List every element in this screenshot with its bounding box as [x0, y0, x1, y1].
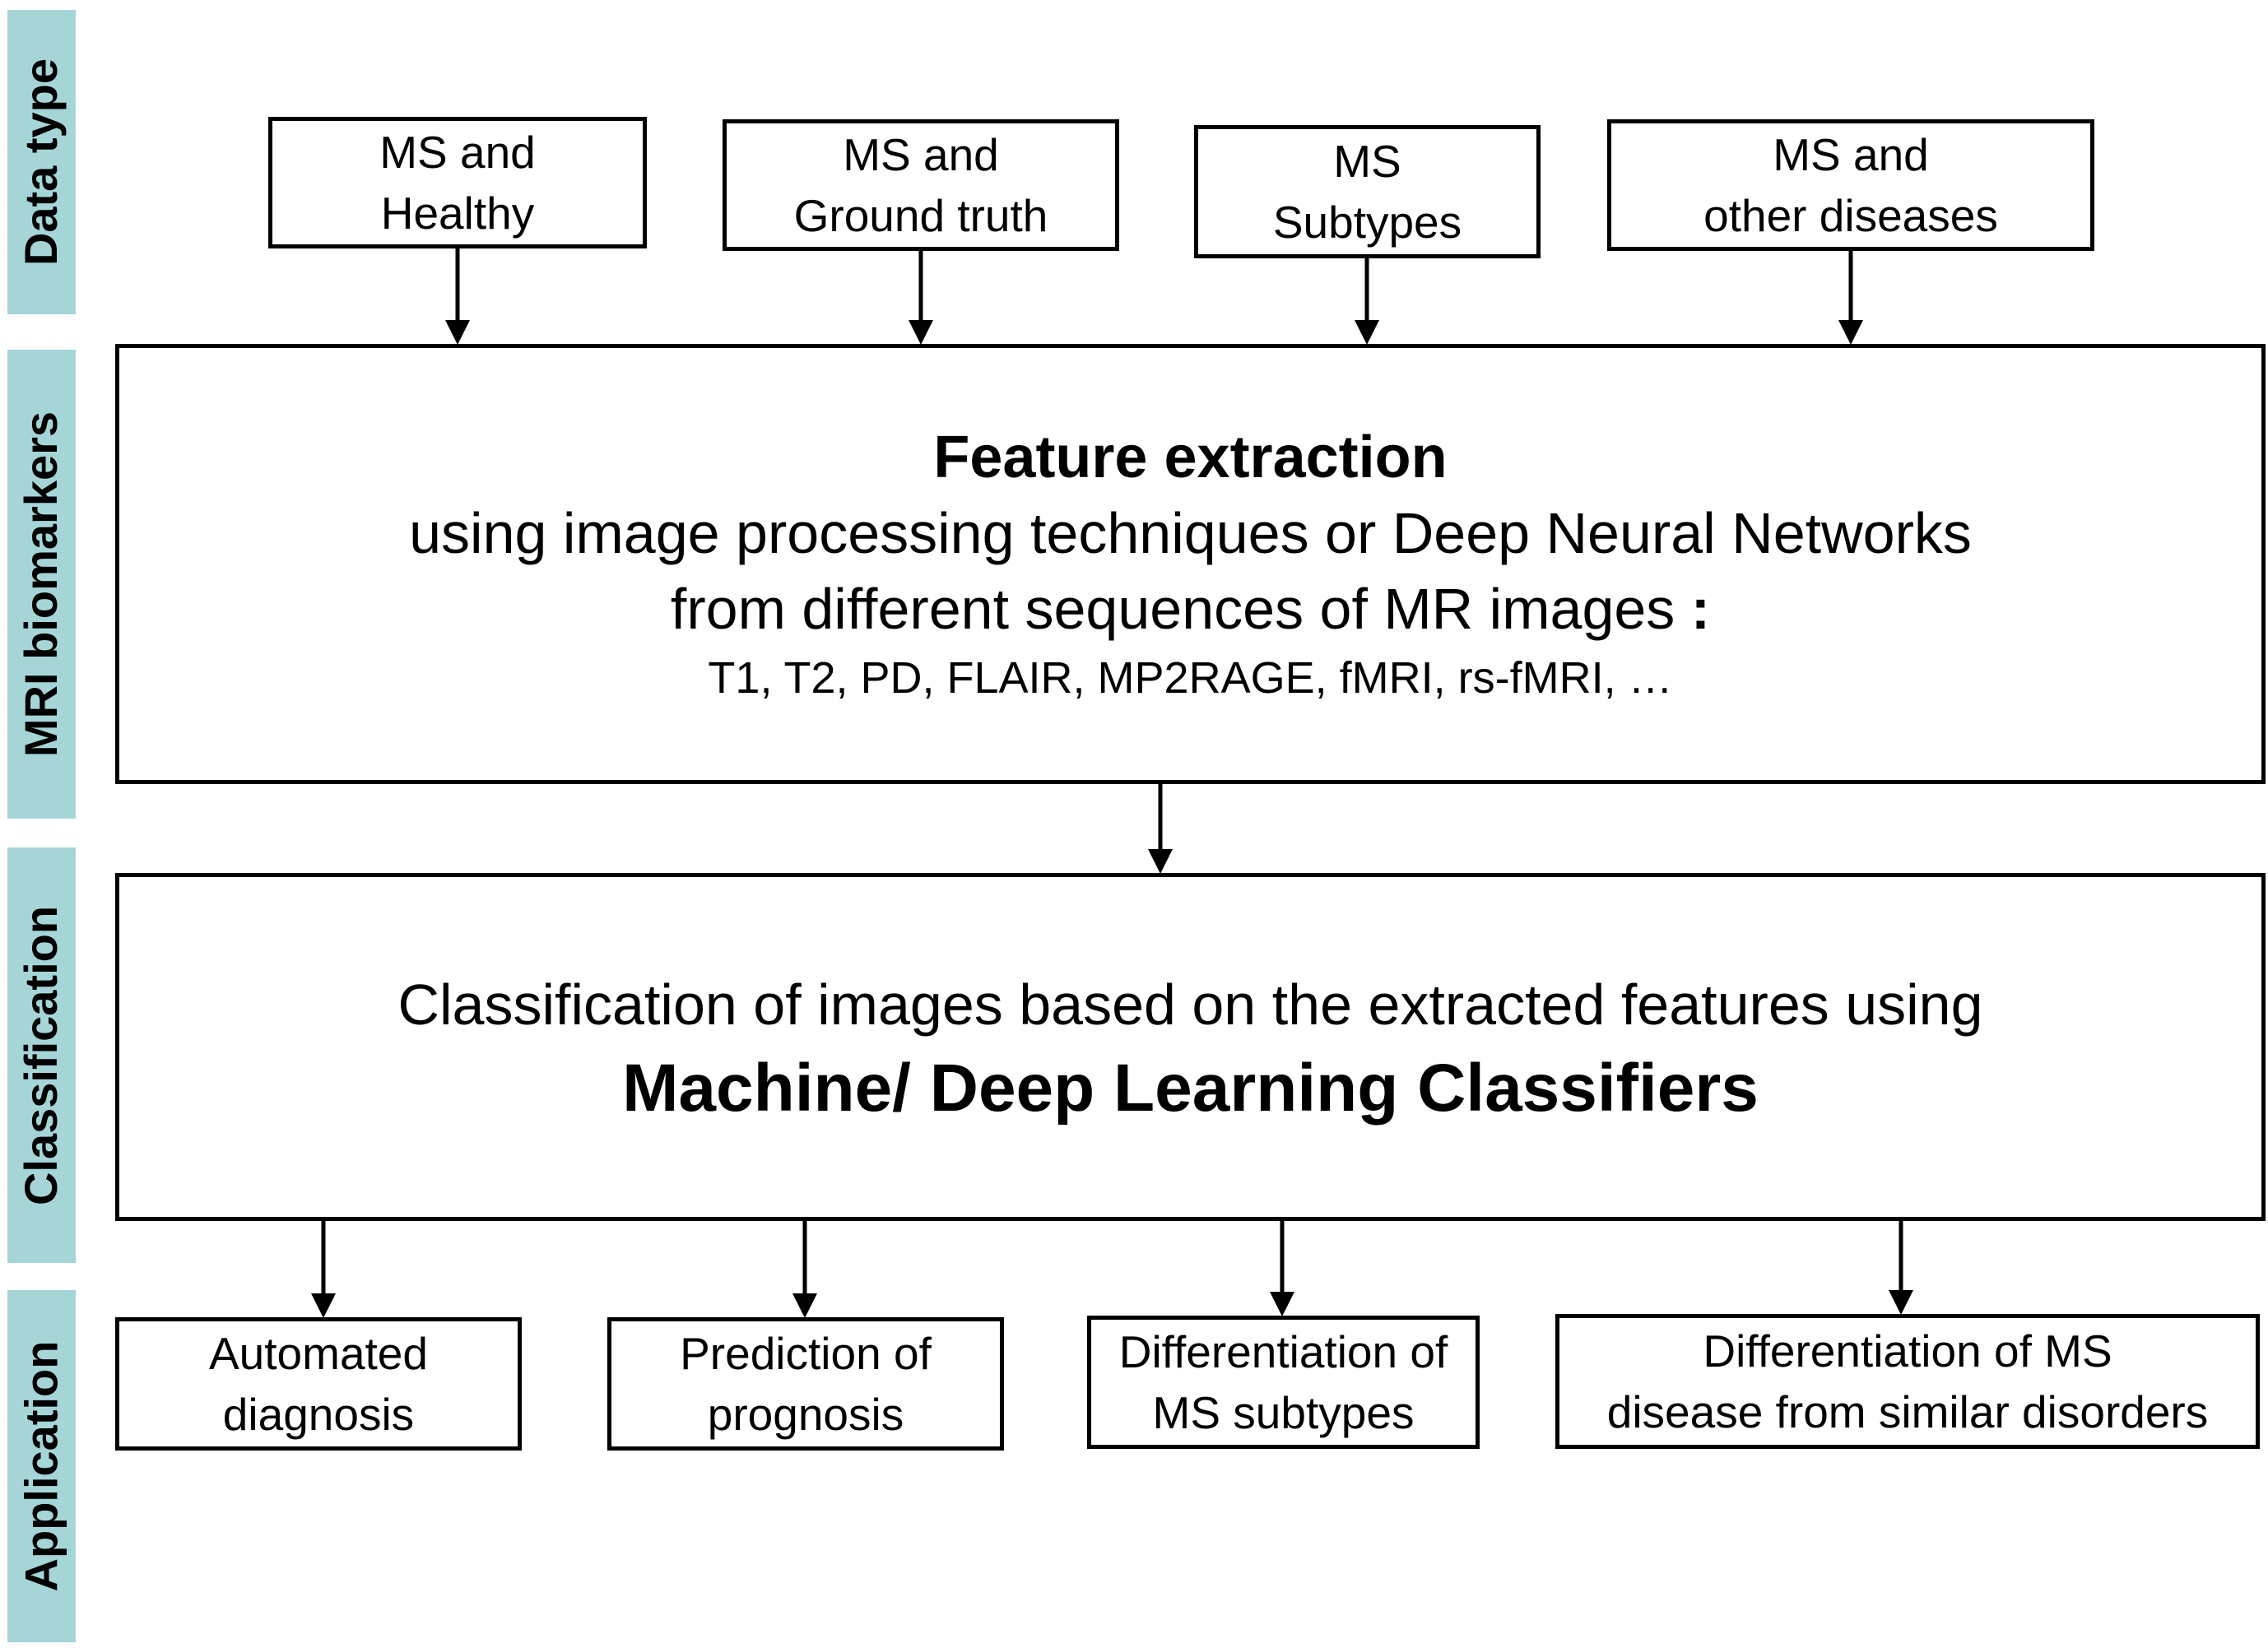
data-type-label: MS and Ground truth: [793, 129, 1048, 241]
data-type-box-ms-ground-truth: MS and Ground truth: [723, 119, 1119, 251]
band-application: Application: [7, 1290, 76, 1642]
classification-bold: Machine/ Deep Learning Classifiers: [622, 1050, 1759, 1126]
application-label: Differentiation of MS subtypes: [1118, 1326, 1448, 1438]
application-box-differentiation-disorders: Differentiation of MS disease from simil…: [1555, 1314, 2260, 1449]
data-type-label: MS and other diseases: [1703, 129, 1998, 241]
band-data-type: Data type: [7, 10, 76, 314]
classification-box: Classification of images based on the ex…: [115, 873, 2266, 1221]
data-type-label: MS Subtypes: [1272, 136, 1462, 248]
application-label: Automated diagnosis: [208, 1328, 428, 1440]
application-box-differentiation-subtypes: Differentiation of MS subtypes: [1087, 1316, 1480, 1449]
band-classification: Classification: [7, 847, 76, 1263]
feature-extraction-box: Feature extraction using image processin…: [115, 344, 2266, 784]
data-type-box-ms-subtypes: MS Subtypes: [1194, 125, 1541, 258]
feature-extraction-title: Feature extraction: [933, 424, 1448, 490]
application-label: Differentiation of MS disease from simil…: [1606, 1325, 2209, 1437]
application-box-automated-diagnosis: Automated diagnosis: [115, 1317, 522, 1451]
feature-extraction-line2: from different sequences of MR images: [670, 576, 1691, 641]
application-label: Prediction of prognosis: [680, 1328, 932, 1440]
band-mri-biomarkers: MRI biomarkers: [7, 350, 76, 819]
data-type-box-ms-healthy: MS and Healthy: [268, 117, 647, 248]
data-type-box-ms-other-diseases: MS and other diseases: [1607, 119, 2094, 251]
feature-extraction-line2-wrap: from different sequences of MR images :: [409, 571, 1972, 647]
classification-line1: Classification of images based on the ex…: [397, 972, 1983, 1037]
application-box-prediction-prognosis: Prediction of prognosis: [607, 1317, 1004, 1451]
feature-extraction-sequences: T1, T2, PD, FLAIR, MP2RAGE, fMRI, rs-fMR…: [708, 652, 1673, 703]
data-type-label: MS and Healthy: [379, 127, 536, 239]
feature-extraction-line1: using image processing techniques or Dee…: [409, 500, 1972, 565]
feature-extraction-colon: :: [1690, 576, 1711, 641]
